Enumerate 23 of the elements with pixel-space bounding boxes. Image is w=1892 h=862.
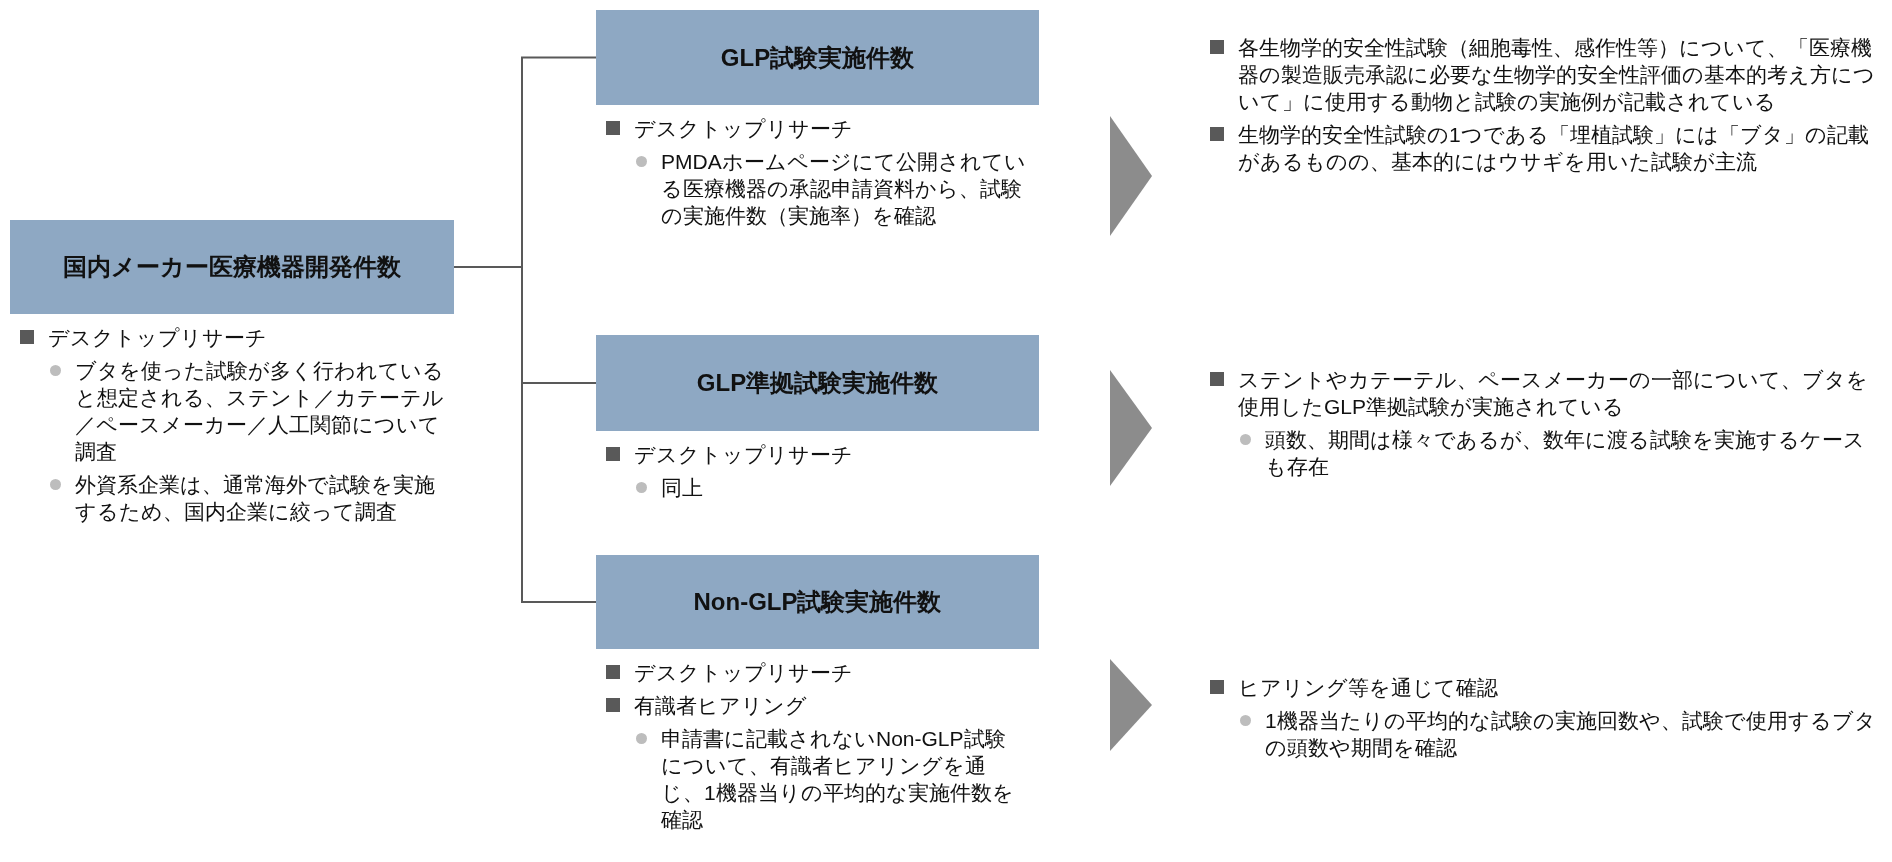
bullet-text: デスクトップリサーチ	[634, 442, 853, 468]
bullet-text: 外資系企業は、通常海外で試験を実施するため、国内企業に絞って調査	[75, 472, 436, 525]
bullet-text: デスクトップリサーチ	[634, 660, 853, 686]
bullet-text: 1機器当たりの平均的な試験の実施回数や、試験で使用するブタの頭数や期間を確認	[1265, 708, 1877, 761]
header-box: GLP試験実施件数	[596, 10, 1039, 105]
bullet-text: ステントやカテーテル、ペースメーカーの一部について、ブタを使用したGLP準拠試験が実施されている	[1238, 367, 1869, 420]
bullet-text: 頭数、期間は様々であるが、数年に渡る試験を実施するケースも存在	[1265, 427, 1866, 480]
bullet-text: ブタを使った試験が多く行われていると想定される、ステント／カテーテル／ペースメーカー／人工関節について調査	[75, 358, 445, 465]
bullet-text: 生物学的安全性試験の1つである「埋植試験」には「ブタ」の記載があるものの、基本的にはウサギを用いた試験が主流	[1238, 122, 1870, 175]
bullet-text: デスクトップリサーチ	[634, 116, 853, 142]
header-box: 国内メーカー医療機器開発件数	[10, 220, 454, 314]
bullet-text: デスクトップリサーチ	[48, 325, 267, 351]
bullet-text: PMDAホームページにて公開されている医療機器の承認申請資料から、試験の実施件数（実施率）を確認	[661, 149, 1026, 229]
chevron-arrow	[1110, 659, 1152, 751]
chevron-arrow	[1110, 116, 1152, 236]
bullet-text: 有識者ヒアリング	[634, 693, 807, 719]
bullet-text: ヒアリング等を通じて確認	[1238, 675, 1498, 701]
header-box: GLP準拠試験実施件数	[596, 335, 1039, 431]
header-box: Non-GLP試験実施件数	[596, 555, 1039, 649]
bullet-text: 同上	[661, 475, 703, 501]
chevron-arrow	[1110, 370, 1152, 486]
bullet-text: 各生物学的安全性試験（細胞毒性、感作性等）について、「医療機器の製造販売承認に必要な生物学的安全性評価の基本的考え方について」に使用する動物と試験の実施例が記載されている	[1238, 35, 1876, 115]
bullet-text: 申請書に記載されないNon-GLP試験について、有識者ヒアリングを通じ、1機器当りの平均的な実施件数を確認	[661, 726, 1015, 833]
